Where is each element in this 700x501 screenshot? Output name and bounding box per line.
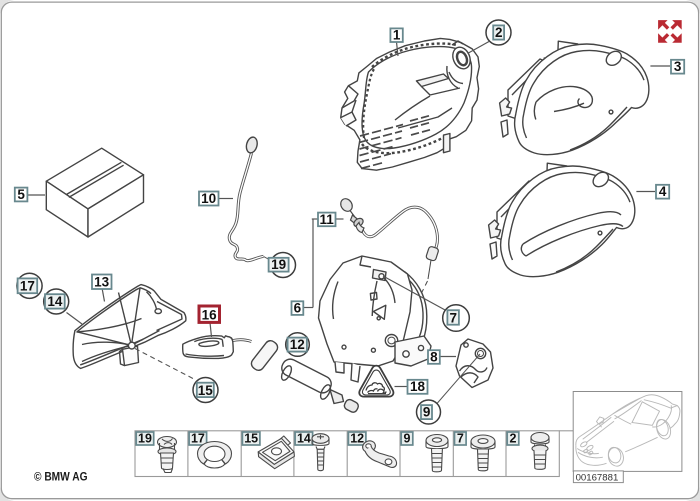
- svg-text:17: 17: [191, 432, 205, 446]
- svg-text:16: 16: [202, 307, 218, 322]
- svg-text:1: 1: [393, 28, 401, 43]
- svg-text:19: 19: [138, 432, 152, 446]
- svg-text:11: 11: [320, 212, 335, 227]
- svg-text:13: 13: [94, 274, 110, 289]
- svg-text:14: 14: [297, 432, 311, 446]
- svg-text:6: 6: [294, 301, 302, 316]
- svg-text:9: 9: [423, 405, 431, 420]
- svg-text:18: 18: [410, 379, 426, 394]
- svg-text:12: 12: [290, 337, 305, 352]
- svg-text:7: 7: [457, 432, 464, 446]
- svg-text:2: 2: [495, 25, 503, 40]
- svg-text:10: 10: [201, 191, 216, 206]
- svg-text:9: 9: [404, 432, 411, 446]
- svg-text:4: 4: [659, 184, 667, 199]
- svg-text:15: 15: [244, 432, 258, 446]
- svg-text:3: 3: [674, 59, 682, 74]
- svg-text:12: 12: [350, 432, 364, 446]
- svg-text:2: 2: [510, 432, 517, 446]
- svg-text:00167881: 00167881: [576, 472, 619, 483]
- svg-text:5: 5: [17, 187, 25, 202]
- svg-text:8: 8: [430, 349, 438, 364]
- svg-text:© BMW AG: © BMW AG: [34, 470, 88, 484]
- svg-text:15: 15: [198, 383, 214, 398]
- svg-text:7: 7: [449, 310, 457, 325]
- svg-text:14: 14: [47, 294, 63, 309]
- svg-text:17: 17: [20, 279, 35, 294]
- svg-text:19: 19: [271, 257, 286, 272]
